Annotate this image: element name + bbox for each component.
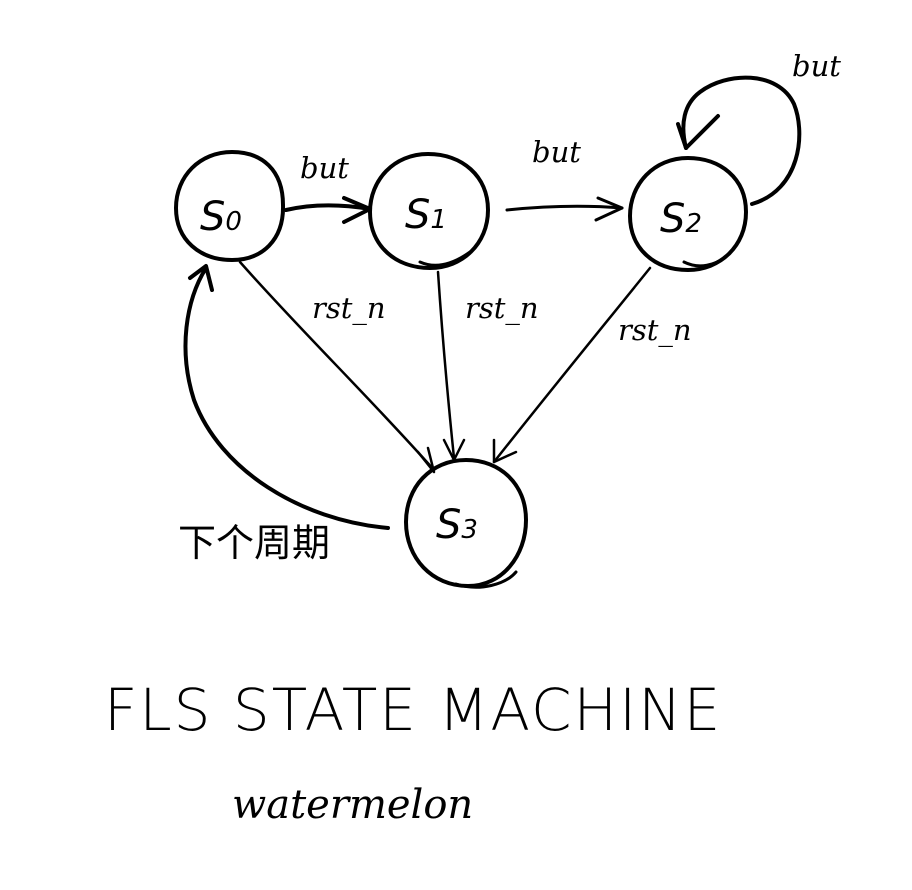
- transition-s0-s1-label: but: [300, 151, 349, 185]
- state-s2-label: S2: [660, 196, 702, 242]
- state-s3-letter: S: [436, 502, 461, 548]
- author-signature: watermelon: [232, 782, 473, 828]
- state-s3: S3: [404, 458, 528, 589]
- transition-s1-s2: but: [505, 135, 624, 222]
- state-s0: S0: [174, 150, 286, 262]
- arrow-s2-loop: [681, 75, 802, 206]
- transition-s2-s2: but: [676, 49, 841, 206]
- arrowhead-s0-s1: [342, 196, 372, 224]
- transition-s1-s3-label: rst_n: [465, 291, 539, 326]
- state-s1-label: S1: [405, 192, 447, 238]
- transition-s3-s0-label: 下个周期: [178, 521, 330, 565]
- arrow-s3-s0: [183, 266, 390, 530]
- transition-s0-s1: but: [284, 151, 372, 224]
- transition-s2-s3: rst_n: [492, 266, 692, 464]
- arrowhead-s1-s3: [442, 438, 466, 462]
- transition-s2-s2-label: but: [792, 49, 841, 83]
- state-s2-letter: S: [660, 196, 685, 242]
- state-s3-circle: [404, 458, 528, 588]
- arrow-s2-s3: [492, 266, 652, 464]
- state-s3-circle-tail: [454, 570, 518, 589]
- state-s1-circle: [368, 152, 490, 270]
- transition-s0-s3-label: rst_n: [312, 291, 386, 326]
- arrowhead-s0-s3: [416, 446, 436, 474]
- diagram-title: FLS STATE MACHINE: [104, 676, 722, 744]
- arrow-s1-s3: [436, 270, 456, 460]
- state-s3-sub: 3: [461, 515, 478, 545]
- state-s0-sub: 0: [225, 207, 242, 237]
- transition-s3-s0: 下个周期: [178, 264, 390, 565]
- transition-s2-s3-label: rst_n: [618, 313, 692, 348]
- transition-s1-s2-label: but: [532, 135, 581, 169]
- state-s2: S2: [628, 156, 748, 272]
- state-s1-circle-tail: [418, 250, 472, 267]
- state-s3-label: S3: [436, 502, 478, 548]
- arrow-s0-s3: [238, 260, 436, 472]
- arrowhead-s3-s0: [188, 264, 214, 292]
- arrow-s0-s1: [284, 203, 372, 212]
- state-s0-letter: S: [200, 194, 225, 240]
- state-s0-label: S0: [200, 194, 242, 240]
- transition-s0-s3: rst_n: [238, 260, 436, 474]
- state-s1-sub: 1: [430, 205, 447, 235]
- state-s2-circle-tail: [682, 256, 726, 268]
- arrowhead-s1-s2: [594, 196, 624, 222]
- arrowhead-s2-loop: [676, 114, 720, 150]
- state-s2-sub: 2: [685, 209, 702, 239]
- state-s1-letter: S: [405, 192, 430, 238]
- state-s1: S1: [368, 152, 490, 270]
- transition-s1-s3: rst_n: [436, 270, 539, 462]
- arrow-s1-s2: [505, 204, 624, 212]
- arrowhead-s2-s3: [492, 438, 518, 464]
- state-s0-circle: [174, 150, 286, 262]
